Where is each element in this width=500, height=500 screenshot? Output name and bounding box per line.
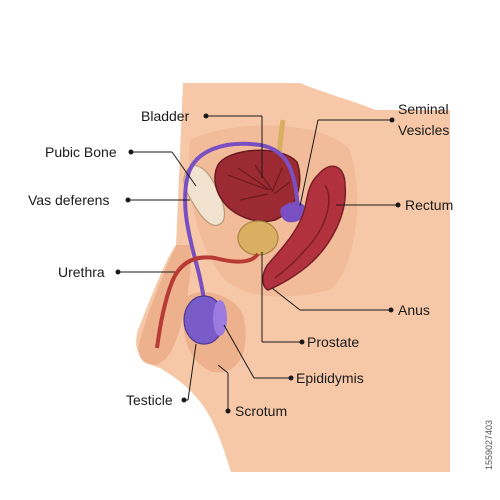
label-testicle: Testicle: [126, 392, 173, 408]
label-epididymis: Epididymis: [296, 370, 364, 386]
leader-lines: [115, 113, 401, 414]
lead-anus: [271, 287, 301, 311]
stock-id: 1559027403: [484, 300, 498, 470]
label-anus: Anus: [398, 302, 430, 318]
urethra-tube: [155, 252, 260, 349]
stock-id-text: 1559027403: [484, 419, 494, 470]
label-bladder: Bladder: [141, 108, 190, 124]
label-vas-deferens: Vas deferens: [28, 192, 109, 208]
lead-scrotum: [217, 364, 229, 374]
label-urethra: Urethra: [58, 264, 105, 280]
label-rectum: Rectum: [405, 197, 453, 213]
label-pubic-bone: Pubic Bone: [45, 144, 117, 160]
bladder-folds: [227, 164, 291, 201]
rectum-shape: [262, 165, 347, 291]
label-prostate: Prostate: [307, 334, 359, 350]
label-seminal-2: Vesicles: [398, 122, 449, 138]
rectum-inner: [274, 184, 330, 279]
label-seminal-1: Seminal: [398, 101, 449, 117]
prostate-shape: [237, 220, 279, 256]
label-scrotum: Scrotum: [235, 403, 287, 419]
stock-footer-strip: [0, 472, 500, 500]
lead-epididymis: [223, 324, 255, 379]
epididymis-shape: [213, 300, 227, 336]
lead-testicle: [187, 343, 197, 401]
